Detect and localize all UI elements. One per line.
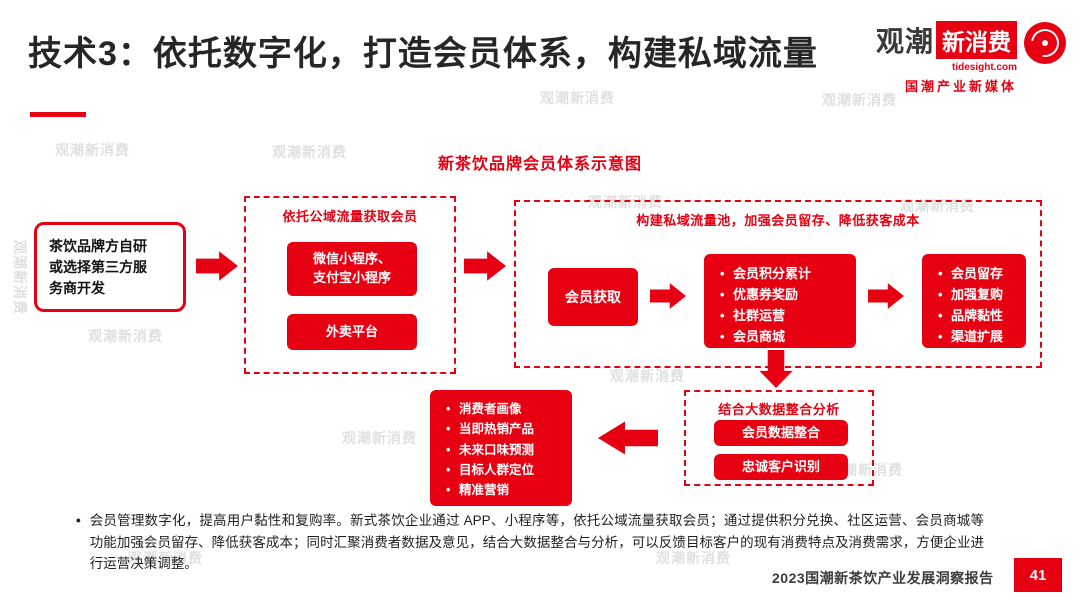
source-box: 茶饮品牌方自研 或选择第三方服 务商开发 (34, 222, 186, 312)
list-item: 优惠券奖励 (720, 284, 846, 305)
flow-arrow-left (598, 421, 658, 455)
page-number-badge: 41 (1014, 558, 1062, 592)
group-private-traffic: 构建私域流量池，加强会员留存、降低获客成本 会员获取 会员积分累计 优惠券奖励 … (514, 200, 1042, 368)
summary-text: 会员管理数字化，提高用户黏性和复购率。新式茶饮企业通过 APP、小程序等，依托公… (89, 513, 984, 572)
group-public-traffic: 依托公域流量获取会员 微信小程序、 支付宝小程序 外卖平台 (244, 196, 456, 374)
group-bigdata-title: 结合大数据整合分析 (718, 402, 840, 417)
mini-program-box: 微信小程序、 支付宝小程序 (287, 242, 417, 296)
brand-domain: tidesight.com (951, 62, 1017, 73)
list-item: 会员留存 (938, 263, 1016, 284)
group-bigdata: 结合大数据整合分析 会员数据整合 忠诚客户识别 (684, 390, 874, 486)
member-ops-box: 会员积分累计 优惠券奖励 社群运营 会员商城 (704, 254, 856, 348)
list-item: 未来口味预测 (446, 440, 562, 461)
brand-seal-icon (1024, 22, 1066, 64)
brand-tagline: 国潮产业新媒体 (904, 79, 1017, 94)
flow-arrow-right-2 (464, 251, 506, 281)
title-accent-dash (30, 112, 86, 117)
brand-name-row: 观潮 新消费 (876, 20, 1017, 60)
insight-box: 消费者画像 当即热销产品 未来口味预测 目标人群定位 精准营销 (430, 390, 572, 506)
member-acquisition-box: 会员获取 (548, 268, 638, 326)
brand-logo-text: 观潮 新消费 tidesight.com 国潮产业新媒体 (876, 20, 1017, 95)
list-item: 会员积分累计 (720, 263, 846, 284)
watermark: 观潮新消费 (540, 90, 615, 106)
watermark: 观潮新消费 (88, 328, 163, 344)
list-item: 加强复购 (938, 284, 1016, 305)
list-item: 目标人群定位 (446, 460, 562, 481)
delivery-platform-box: 外卖平台 (287, 314, 417, 350)
data-integration-box: 会员数据整合 (714, 420, 848, 446)
group-private-title: 构建私域流量池，加强会员留存、降低获客成本 (636, 213, 920, 228)
summary-bullet: • 会员管理数字化，提高用户黏性和复购率。新式茶饮企业通过 APP、小程序等，依… (76, 510, 984, 575)
loyal-customer-box: 忠诚客户识别 (714, 454, 848, 480)
list-item: 渠道扩展 (938, 326, 1016, 347)
report-title: 2023国潮新茶饮产业发展洞察报告 (772, 570, 994, 586)
diagram-title: 新茶饮品牌会员体系示意图 (437, 156, 642, 173)
list-item: 社群运营 (720, 305, 846, 326)
brand-logo: 观潮 新消费 tidesight.com 国潮产业新媒体 (876, 20, 1066, 95)
list-item: 品牌黏性 (938, 305, 1016, 326)
brand-name-red: 新消费 (936, 21, 1017, 59)
group-public-title: 依托公域流量获取会员 (282, 209, 418, 224)
flow-arrow-right-3 (650, 283, 686, 309)
flow-arrow-right-4 (868, 283, 904, 309)
flow-arrow-right-1 (196, 251, 238, 281)
member-result-box: 会员留存 加强复购 品牌黏性 渠道扩展 (922, 254, 1026, 348)
watermark: 观潮新消费 (12, 240, 28, 315)
list-item: 当即热销产品 (446, 419, 562, 440)
page-title: 技术3：依托数字化，打造会员体系，构建私域流量 (28, 35, 818, 73)
watermark: 观潮新消费 (610, 368, 685, 384)
brand-name-black: 观潮 (875, 26, 934, 57)
list-item: 消费者画像 (446, 399, 562, 420)
bullet-marker: • (76, 513, 81, 528)
list-item: 精准营销 (446, 480, 562, 501)
watermark: 观潮新消费 (342, 430, 417, 446)
list-item: 会员商城 (720, 326, 846, 347)
